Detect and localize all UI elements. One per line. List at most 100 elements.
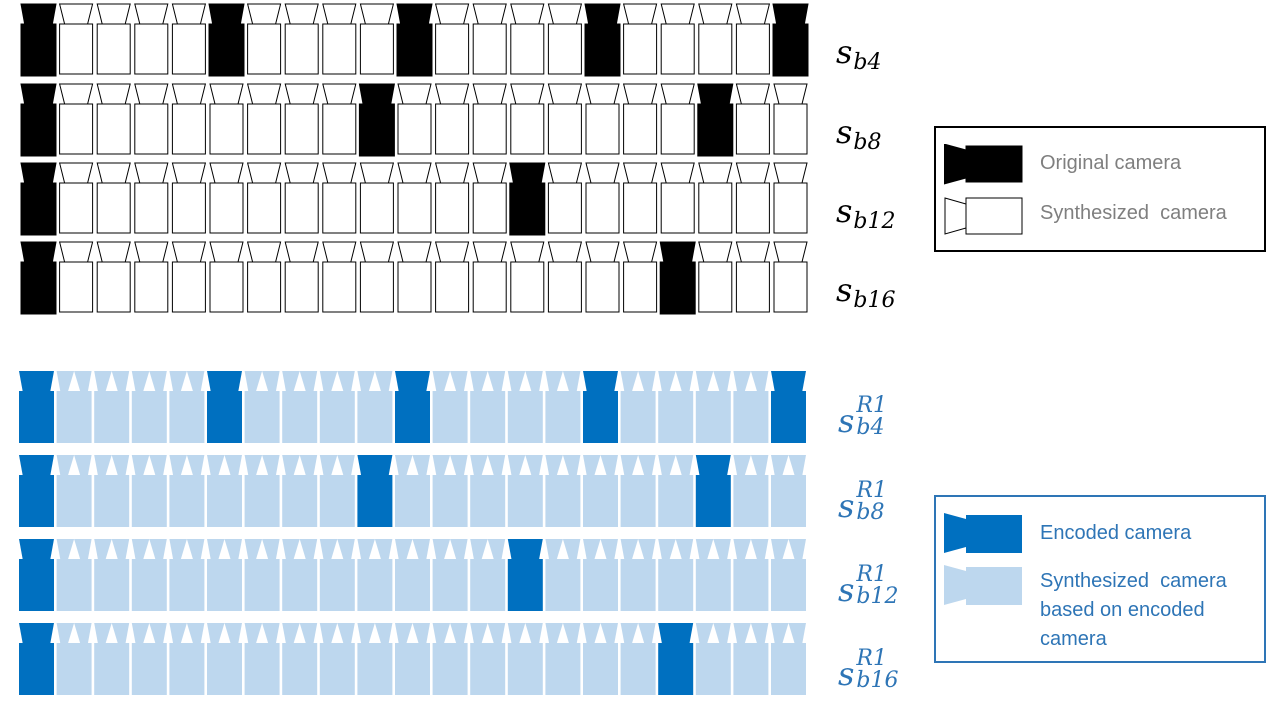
synth-encoded-camera <box>207 623 242 695</box>
original-camera <box>659 241 696 315</box>
row-label-sub: b16 <box>856 668 899 693</box>
synth-encoded-camera <box>282 371 318 443</box>
row-label-sup: R1 <box>856 393 887 418</box>
row-label-sup: R1 <box>856 478 887 503</box>
synthesized-camera <box>622 3 658 75</box>
synth-encoded-camera <box>583 455 618 527</box>
synthesized-camera <box>434 162 470 234</box>
row-label-base: s <box>838 402 855 440</box>
synth-encoded-camera <box>771 455 806 527</box>
synth-encoded-camera <box>432 623 468 695</box>
row-label-base: s <box>838 655 855 693</box>
synth-encoded-camera <box>733 539 769 611</box>
row-label-sub: b12 <box>856 584 899 609</box>
row-label-base: s <box>836 271 853 309</box>
synthesized-camera <box>510 83 545 155</box>
encoded-camera <box>507 539 543 611</box>
synth-encoded-camera <box>583 623 618 695</box>
row-label-supsub: R1 b16 <box>856 648 898 692</box>
synthesized-camera <box>58 83 94 155</box>
synthesized-camera <box>585 83 620 155</box>
encoded-camera <box>771 371 806 443</box>
synth-encoded-camera <box>733 455 769 527</box>
camera-row <box>19 539 806 611</box>
synthesized-camera <box>246 83 282 155</box>
synthesized-camera <box>434 3 470 75</box>
synth-encoded-camera <box>282 623 318 695</box>
synthesized-camera <box>735 241 771 313</box>
synth-encoded-camera <box>207 455 242 527</box>
synthesized-camera <box>134 241 169 313</box>
synth-encoded-camera <box>94 455 130 527</box>
row-label-sub: b8 <box>856 500 885 525</box>
row-label-supsub: R1 b8 <box>856 480 887 524</box>
synth-encoded-camera <box>207 539 242 611</box>
synth-encoded-camera <box>658 455 694 527</box>
synthesized-camera <box>472 162 507 234</box>
synthesized-camera <box>209 162 244 234</box>
encoded-camera-icon <box>944 513 1022 553</box>
synthesized-camera <box>547 162 583 234</box>
synthesized-camera <box>209 241 244 313</box>
synth-encoded-camera <box>131 623 167 695</box>
synthesized-camera <box>397 162 432 234</box>
synthesized-camera <box>622 241 658 313</box>
synth-encoded-camera <box>507 455 543 527</box>
synth-encoded-camera <box>131 371 167 443</box>
synth-encoded-camera <box>169 455 205 527</box>
synthesized-camera <box>735 83 771 155</box>
synthesized-camera <box>58 162 94 234</box>
synthesized-camera <box>660 162 695 234</box>
synth-encoded-camera <box>695 623 731 695</box>
camera-row <box>20 241 808 315</box>
synthesized-camera <box>585 241 620 313</box>
synthesized-camera <box>434 83 470 155</box>
camera-array-diagram <box>19 3 809 695</box>
synth-encoded-camera <box>319 539 355 611</box>
row-label-sup: R1 <box>856 646 887 671</box>
synthesized-camera <box>96 83 131 155</box>
row-label-base: s <box>836 33 853 71</box>
row-label-base: s <box>838 487 855 525</box>
synthesized-camera <box>622 162 658 234</box>
synth-encoded-camera <box>695 371 731 443</box>
synthesized-camera <box>171 83 207 155</box>
original-camera-icon <box>944 144 1023 185</box>
synth-encoded-camera <box>244 539 280 611</box>
encoded-camera <box>19 539 54 611</box>
synth-encoded-camera-icon <box>944 565 1022 605</box>
synth-encoded-camera <box>507 371 543 443</box>
synthesized-camera <box>472 83 507 155</box>
synthesized-camera <box>510 241 545 313</box>
synthesized-camera <box>322 241 357 313</box>
synthesized-camera <box>472 3 507 75</box>
synthesized-camera <box>660 83 695 155</box>
synth-encoded-camera <box>319 623 355 695</box>
synth-encoded-camera <box>282 539 318 611</box>
synth-encoded-camera <box>620 455 656 527</box>
synthesized-camera <box>246 241 282 313</box>
synthesized-camera <box>547 241 583 313</box>
original-camera <box>358 83 395 157</box>
camera-row <box>20 83 808 157</box>
synthesized-camera <box>547 3 583 75</box>
synth-encoded-camera <box>470 371 506 443</box>
original-camera <box>20 83 57 157</box>
synthesized-camera <box>397 83 432 155</box>
synthesized-camera <box>134 83 169 155</box>
camera-row <box>19 623 806 695</box>
legend-encoded-label: Encoded camera <box>1040 522 1192 544</box>
synthesized-camera <box>246 162 282 234</box>
row-label-sr1b12: s R1 b12 <box>838 564 899 608</box>
synth-encoded-camera <box>94 371 130 443</box>
synth-encoded-camera <box>771 539 806 611</box>
synthesized-camera <box>434 241 470 313</box>
original-camera <box>20 241 57 315</box>
encoded-camera <box>695 455 731 527</box>
synthesized-camera <box>773 83 808 155</box>
synthesized-camera <box>472 241 507 313</box>
synthesized-camera <box>735 3 771 75</box>
synth-encoded-camera <box>620 539 656 611</box>
row-label-sb12: sb12 <box>836 195 896 233</box>
legend-synthesized-label: Synthesized camera <box>1040 202 1227 224</box>
